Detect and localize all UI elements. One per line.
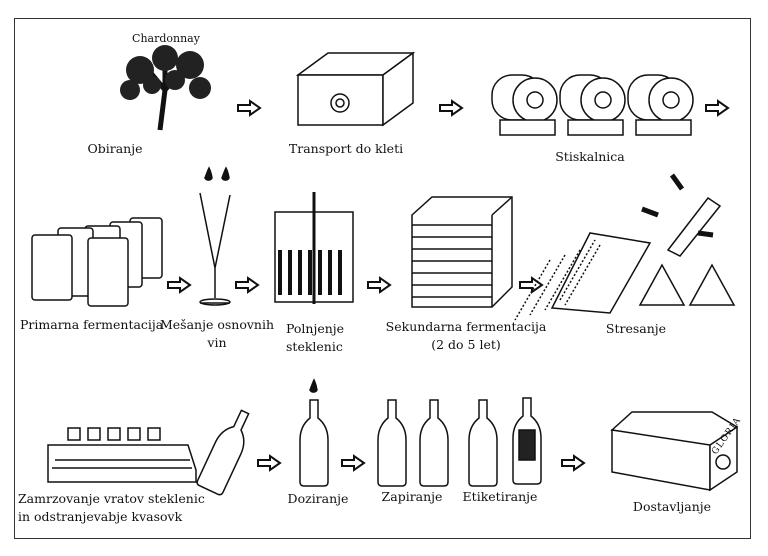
- step-label: Zapiranje: [381, 489, 443, 504]
- step-label: Stresanje: [605, 321, 667, 336]
- transport-crate-icon: [295, 51, 416, 127]
- label-line: in odstranjevabje kvasovk: [18, 509, 183, 524]
- bottle-icon: [419, 399, 449, 487]
- step-label: Mešanje osnovnih vin: [160, 316, 274, 352]
- label-line: Sekundarna fermentacija: [385, 319, 547, 334]
- wine-press-icon: [491, 74, 694, 136]
- arrow-icon: [237, 100, 261, 116]
- step-label: Dostavljanje: [632, 499, 712, 514]
- diagram-frame: [14, 18, 751, 539]
- grapevine-icon: [120, 45, 211, 131]
- riddling-rack-icon: [514, 173, 736, 321]
- step-label: Zamrzovanje vratov steklenic in odstranje…: [18, 490, 205, 526]
- bottle-icon: [299, 399, 329, 487]
- arrow-icon: [257, 455, 281, 471]
- bottle-filling-machine-icon: [274, 192, 354, 304]
- step-label: Primarna fermentacija: [20, 317, 164, 332]
- arrow-icon: [235, 277, 259, 293]
- wine-glass-icon: [199, 166, 231, 306]
- stacked-bottles-icon: [411, 196, 513, 308]
- label-line: (2 do 5 let): [431, 337, 501, 352]
- step-label: Transport do kleti: [288, 141, 404, 156]
- arrow-icon: [705, 100, 729, 116]
- label-line: Mešanje osnovnih: [159, 317, 275, 332]
- bottle-icon: [377, 399, 407, 487]
- champagne-bottle-icon: [195, 405, 259, 497]
- step-label: Stiskalnica: [555, 149, 625, 164]
- fermentation-tanks-icon: [31, 217, 163, 307]
- arrow-icon: [341, 455, 365, 471]
- step-label: Sekundarna fermentacija (2 do 5 let): [386, 318, 547, 354]
- arrow-icon: [367, 277, 391, 293]
- label-line: Polnjenje: [286, 321, 345, 336]
- arrow-icon: [519, 277, 543, 293]
- label-line: vin: [207, 335, 227, 350]
- labeled-bottle-icon: [468, 399, 498, 487]
- label-line: steklenic: [286, 339, 343, 354]
- step-label: Etiketiranje: [462, 489, 538, 504]
- neck-freezing-tray-icon: [47, 427, 197, 483]
- variety-label: Chardonnay: [132, 32, 200, 45]
- arrow-icon: [439, 100, 463, 116]
- step-label: Doziranje: [287, 491, 349, 506]
- arrow-icon: [167, 277, 191, 293]
- arrow-icon: [561, 455, 585, 471]
- step-label: Polnjenje steklenic: [286, 320, 344, 356]
- step-label: Obiranje: [87, 141, 143, 156]
- label-line: Zamrzovanje vratov steklenic: [18, 491, 205, 506]
- delivery-box-icon: [610, 411, 739, 492]
